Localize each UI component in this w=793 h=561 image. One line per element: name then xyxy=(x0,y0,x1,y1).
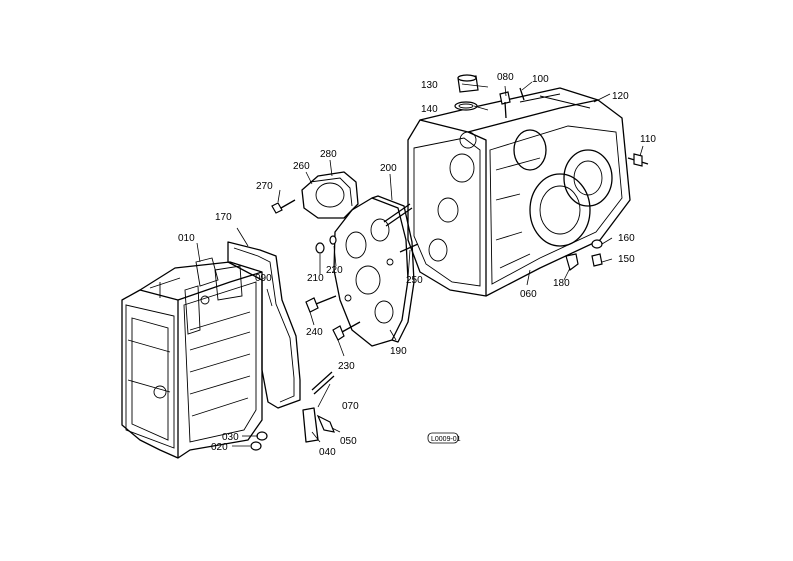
label-140: 140 xyxy=(421,104,438,115)
plug-020 xyxy=(250,431,268,451)
label-170: 170 xyxy=(215,212,232,223)
bolts-middle xyxy=(305,235,419,341)
label-200: 200 xyxy=(380,163,397,174)
label-090: 090 xyxy=(255,273,272,284)
figure-code-badge: L0009-01 xyxy=(427,432,461,444)
front-transmission-case xyxy=(121,257,263,459)
label-110: 110 xyxy=(640,134,656,145)
drain-plug-150 xyxy=(565,239,603,272)
label-030: 030 xyxy=(222,432,239,443)
rear-transmission-case xyxy=(407,87,631,297)
pin-070 xyxy=(311,371,335,395)
figure-code: L0009-01 xyxy=(431,436,461,443)
label-070: 070 xyxy=(342,401,359,412)
label-040: 040 xyxy=(319,447,336,458)
label-150: 150 xyxy=(618,254,635,265)
label-120: 120 xyxy=(612,91,629,102)
label-190: 190 xyxy=(390,346,407,357)
label-260: 260 xyxy=(293,161,310,172)
label-250: 250 xyxy=(406,275,423,286)
cover-260 xyxy=(301,171,359,219)
label-210: 210 xyxy=(307,273,324,284)
filler-cap-130 xyxy=(454,74,479,111)
label-130: 130 xyxy=(421,80,438,91)
label-100: 100 xyxy=(532,74,549,85)
label-220: 220 xyxy=(326,265,343,276)
label-230: 230 xyxy=(338,361,355,372)
label-060: 060 xyxy=(520,289,537,300)
bolt-080 xyxy=(499,87,525,119)
leader-lines xyxy=(196,81,644,447)
label-010: 010 xyxy=(178,233,195,244)
label-160: 160 xyxy=(618,233,635,244)
middle-plate-190 xyxy=(333,195,415,347)
label-050: 050 xyxy=(340,436,357,447)
label-270: 270 xyxy=(256,181,273,192)
label-180: 180 xyxy=(553,278,570,289)
label-280: 280 xyxy=(320,149,337,160)
part-labels: 010 020 030 040 050 060 070 080 090 100 … xyxy=(178,72,656,458)
bracket-040 xyxy=(302,407,335,443)
stud-110 xyxy=(627,153,649,167)
bolt-270 xyxy=(271,199,296,214)
label-240: 240 xyxy=(306,327,323,338)
gasket-170 xyxy=(227,241,301,409)
label-080: 080 xyxy=(497,72,514,83)
label-020: 020 xyxy=(211,442,228,453)
